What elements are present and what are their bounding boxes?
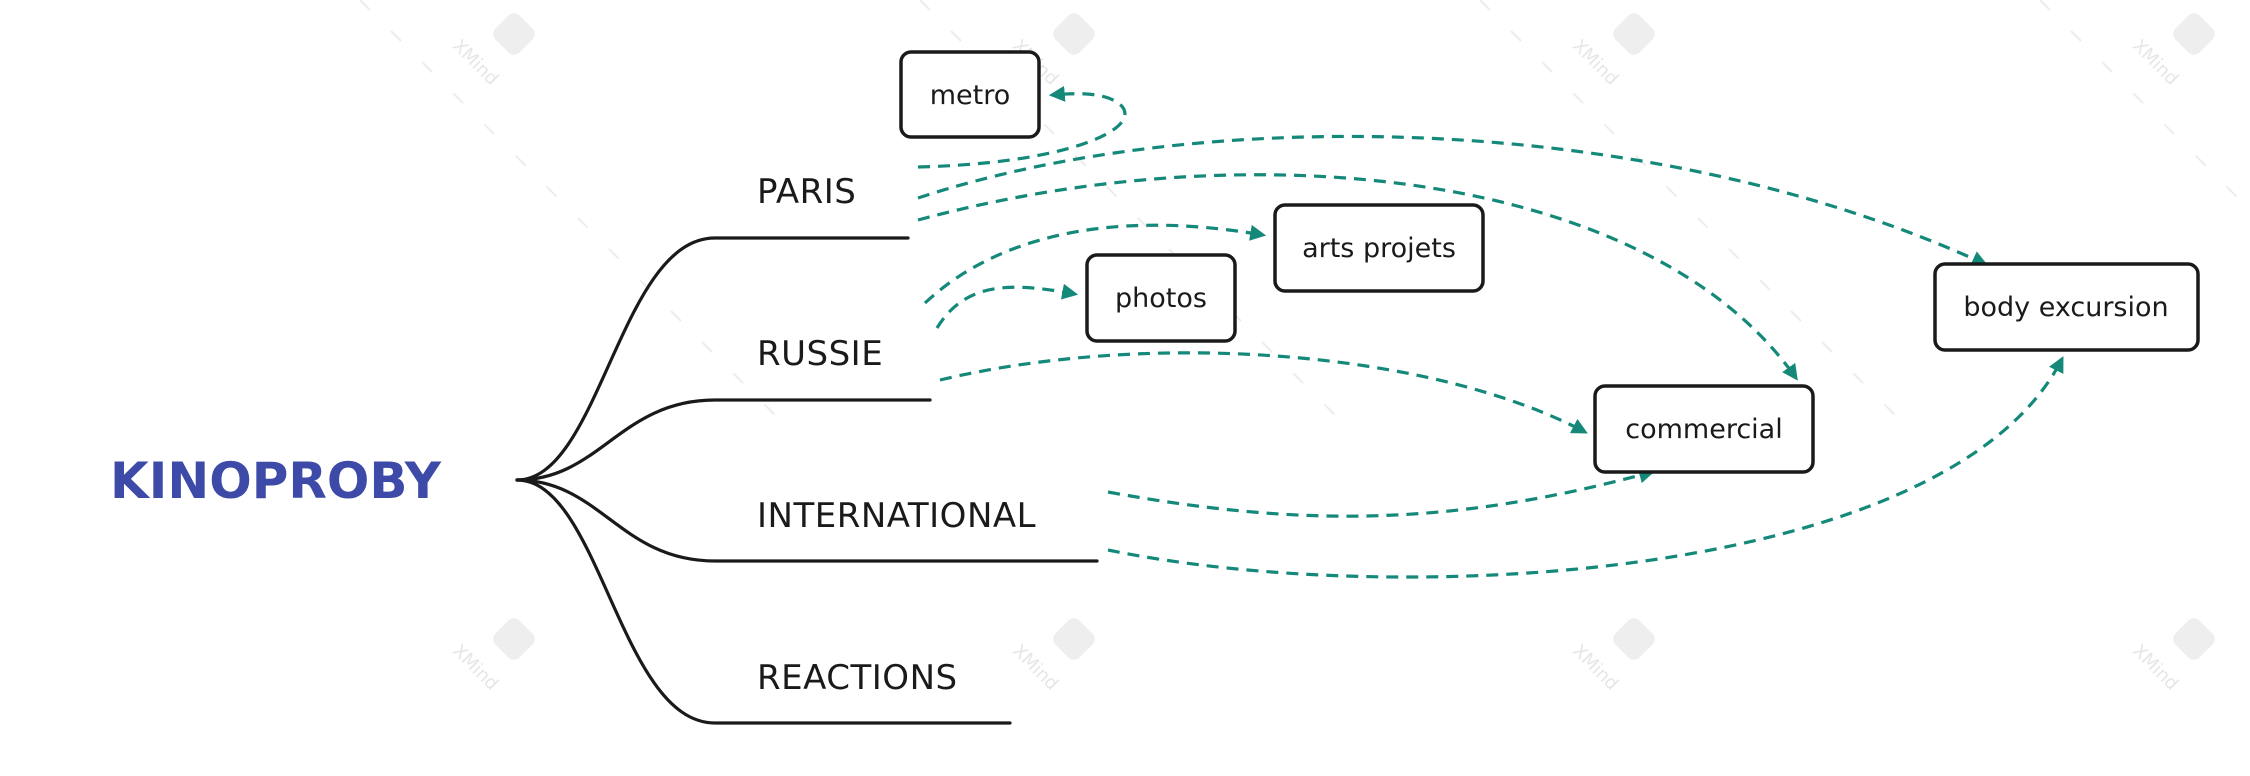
relationship-international-commercial (1107, 467, 1656, 518)
watermark-guide (359, 0, 781, 421)
relationship-russie-arts-projets (923, 223, 1267, 305)
branch-connectors (515, 236, 1099, 725)
relationship-international-body-excursion (1107, 356, 2064, 579)
central-topic[interactable]: KINOPROBY (110, 452, 442, 510)
topic-metro-label: metro (930, 80, 1011, 111)
watermark-text: XMind (448, 35, 502, 89)
relationship-arrows (917, 85, 2064, 579)
topic-body-excursion[interactable]: body excursion (1933, 262, 2200, 352)
watermark-text: XMind (1008, 640, 1062, 694)
relationship-paris-body-excursion (917, 134, 1988, 266)
topic-body-excursion-label: body excursion (1963, 292, 2168, 323)
watermark-text: XMind (1568, 640, 1622, 694)
relationship-russie-photos (935, 283, 1079, 329)
connector-russie (515, 398, 932, 482)
watermark-mark: XMind (1568, 13, 1655, 90)
watermark-guide (2039, 0, 2250, 212)
topic-arts-projets[interactable]: arts projets (1273, 203, 1485, 293)
topic-arts-projets-label: arts projets (1302, 233, 1456, 264)
topic-photos[interactable]: photos (1085, 253, 1237, 343)
relationship-paris-commercial (917, 173, 1798, 381)
watermark-mark: XMind (1568, 618, 1655, 695)
watermark-text: XMind (448, 640, 502, 694)
relationship-russie-commercial (939, 351, 1588, 434)
topic-commercial-label: commercial (1625, 414, 1782, 445)
watermark-text: XMind (1568, 35, 1622, 89)
branch-paris[interactable]: PARIS (757, 172, 856, 212)
watermark-text: XMind (2128, 35, 2182, 89)
branch-international[interactable]: INTERNATIONAL (757, 496, 1036, 536)
watermark-mark: XMind (2128, 13, 2215, 90)
connector-paris (515, 236, 910, 482)
connector-international (515, 478, 1099, 563)
watermark-guide (1479, 0, 1901, 421)
watermark-mark: XMind (1008, 618, 1095, 695)
watermark-mark: XMind (448, 13, 535, 90)
topic-commercial[interactable]: commercial (1593, 384, 1815, 474)
watermark-text: XMind (2128, 640, 2182, 694)
watermark-mark: XMind (448, 618, 535, 695)
relationship-paris-metro (917, 85, 1127, 169)
branch-russie[interactable]: RUSSIE (757, 334, 883, 374)
watermark-mark: XMind (2128, 618, 2215, 695)
branch-reactions[interactable]: REACTIONS (757, 658, 958, 698)
connector-reactions (515, 478, 1012, 725)
topic-metro[interactable]: metro (899, 50, 1041, 139)
topic-photos-label: photos (1115, 283, 1207, 314)
